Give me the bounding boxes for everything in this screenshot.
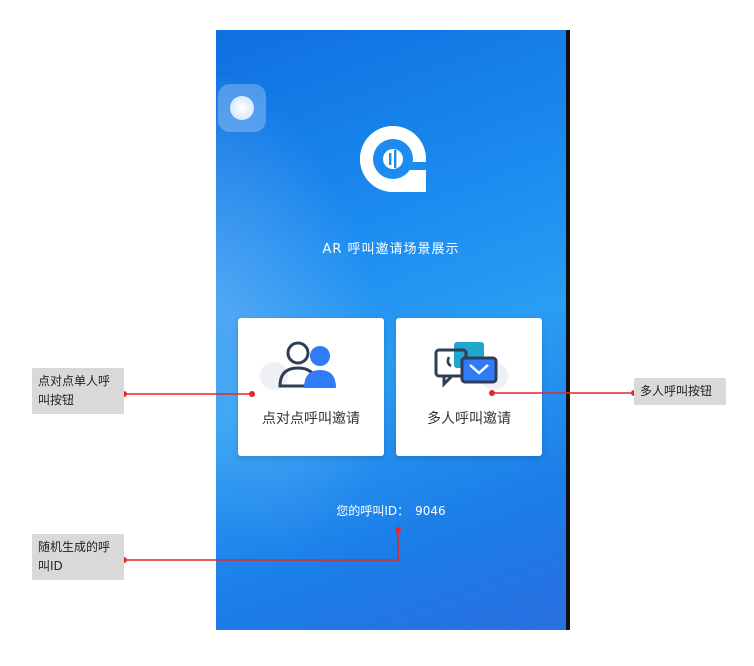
multi-call-label: 多人呼叫邀请	[427, 411, 511, 427]
floating-assist-ball[interactable]	[218, 84, 266, 132]
floating-ball-dot	[230, 96, 254, 120]
phone-edge	[566, 30, 570, 630]
multi-call-button[interactable]: 多人呼叫邀请	[396, 318, 542, 456]
app-title: AR 呼叫邀请场景展示	[322, 242, 460, 257]
call-id-text: 您的呼叫ID： 9046	[216, 502, 566, 519]
call-id-label: 您的呼叫ID：	[336, 504, 410, 518]
annotation-p2p-button: 点对点单人呼叫按钮	[32, 368, 124, 414]
users-icon	[260, 341, 336, 390]
annotation-multi-button: 多人呼叫按钮	[634, 378, 726, 405]
chat-bubbles-icon	[434, 342, 508, 390]
annotation-call-id: 随机生成的呼叫ID	[32, 534, 124, 580]
p2p-call-label: 点对点呼叫邀请	[262, 411, 360, 427]
call-id-value: 9046	[415, 504, 446, 518]
app-logo-icon	[360, 126, 426, 192]
p2p-call-button[interactable]: 点对点呼叫邀请	[238, 318, 384, 456]
